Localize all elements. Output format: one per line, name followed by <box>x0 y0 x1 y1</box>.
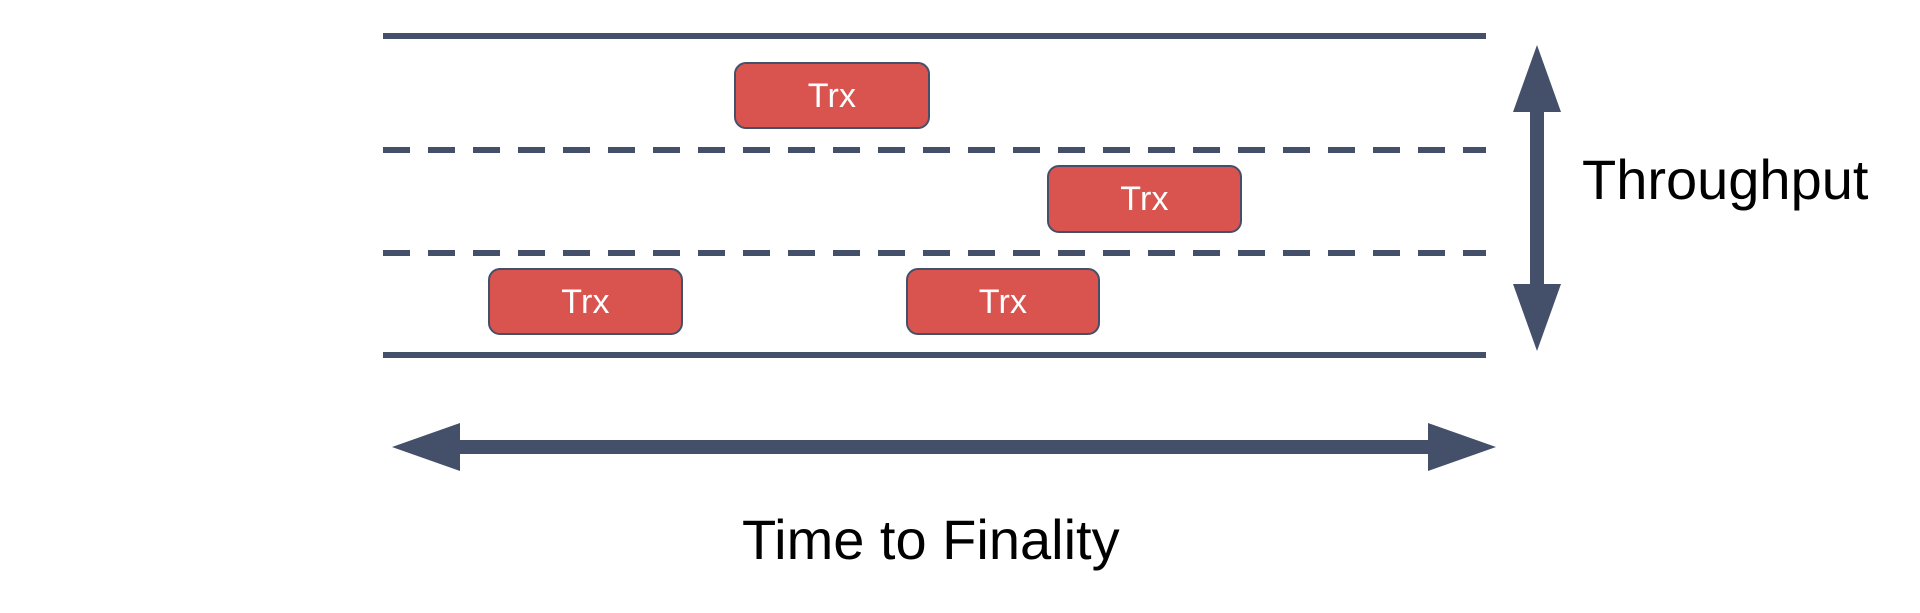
trx-block[interactable]: Trx <box>1047 165 1242 233</box>
throughput-arrow <box>1513 45 1561 351</box>
throughput-arrow-head-up <box>1513 45 1561 112</box>
trx-block-label: Trx <box>1120 180 1169 218</box>
lower-dashed-divider-line <box>383 250 1486 256</box>
upper-dashed-divider-line <box>383 147 1486 153</box>
time-to-finality-arrow-head-right <box>1428 423 1496 471</box>
trx-block-label: Trx <box>978 282 1028 321</box>
top-solid-boundary-line <box>383 33 1486 39</box>
trx-block[interactable]: Trx <box>734 62 930 129</box>
throughput-arrow-head-down <box>1513 284 1561 351</box>
trx-block-label: Trx <box>807 76 857 115</box>
bottom-solid-boundary-line <box>383 352 1486 358</box>
time-to-finality-arrow <box>392 423 1496 471</box>
trx-block[interactable]: Trx <box>906 268 1100 335</box>
throughput-arrow-shaft <box>1530 108 1544 288</box>
throughput-label: Throughput <box>1582 148 1869 211</box>
trx-block[interactable]: Trx <box>488 268 683 335</box>
time-to-finality-label: Time to Finality <box>742 508 1120 571</box>
time-to-finality-arrow-shaft <box>456 440 1432 454</box>
trx-block-label: Trx <box>561 282 610 321</box>
time-to-finality-arrow-head-left <box>392 423 460 471</box>
